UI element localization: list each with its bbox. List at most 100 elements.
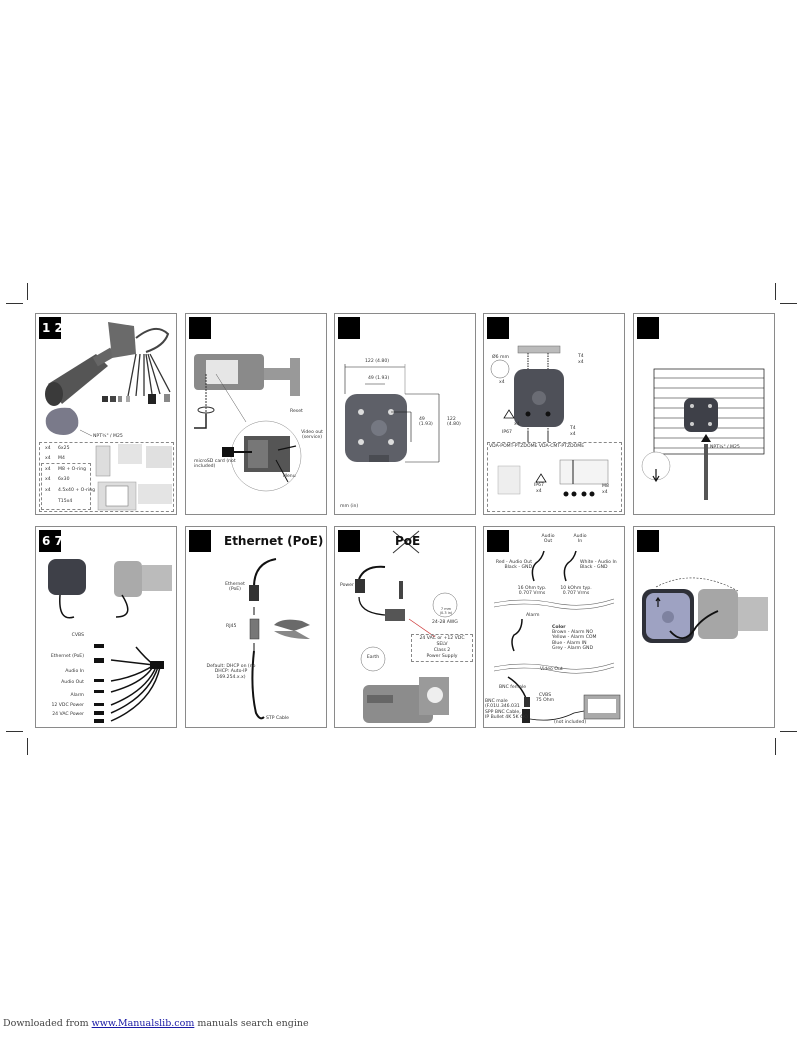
panel-title-poe-crossed: PoE: [395, 534, 421, 548]
step-badge: [189, 530, 211, 552]
crop-mark: [6, 731, 23, 732]
download-footer: Downloaded from www.Manualslib.com manua…: [3, 1018, 309, 1029]
audio-out-label: Audio Out: [541, 534, 555, 545]
m8-label: M8: [602, 484, 609, 489]
mount-models-label: VDA-POMT-PTZDOME VDA-CMT-PTZDOME: [489, 444, 585, 449]
step-badge: [487, 317, 509, 339]
panel-7-ethernet: Ethernet (PoE) Ethernet (PoE) RJ45 Defau…: [185, 526, 327, 728]
screw-bot-qty: x4: [570, 432, 576, 437]
power-label: Power: [340, 583, 354, 588]
reset-label: Reset: [290, 409, 303, 414]
panel-6-connections: 6 7 CVBS Ethernet (PoE) Audio In Audio O…: [35, 526, 177, 728]
manualslib-link[interactable]: www.Manualslib.com: [91, 1018, 195, 1029]
bullet-model-label: IP Bullet 4K 5K 6K): [485, 715, 528, 720]
supply-voltage-label: 24 VAC or +12 VDC: [419, 636, 465, 641]
m8-qty: x4: [602, 490, 608, 495]
ip-qty: x4: [514, 422, 520, 427]
footer-suffix: manuals search engine: [194, 1018, 309, 1029]
ethernet-label: Ethernet (PoE): [50, 654, 84, 659]
screw-top-qty: x4: [578, 360, 584, 365]
panel-title: Ethernet (PoE): [224, 534, 324, 548]
kit-item: 6x25: [58, 446, 70, 451]
step-badge: [189, 317, 211, 339]
step-badge: [487, 530, 509, 552]
bnc-female-label: BNC female: [499, 685, 527, 690]
kit-qty: x4: [45, 488, 51, 493]
thread-label: NPT¾" / M25: [710, 445, 740, 450]
kit-item: 4.5x40 + O-ring: [58, 488, 96, 493]
microsd-label: microSD card (not included): [194, 459, 236, 470]
selv-label: SELV: [436, 642, 448, 647]
step-badge: 1 2: [39, 317, 63, 339]
default-ip-label: Default: DHCP on (no DHCP: Auto-IP 169.2…: [206, 664, 256, 680]
kit-docs-illustration: [95, 444, 172, 511]
kit-qty: x4: [45, 477, 51, 482]
video-out-label: Video Out: [540, 667, 563, 672]
screw-top-label: T4: [578, 354, 584, 359]
height-outer-label: 122 (4.80): [447, 417, 461, 428]
panel-8-power: PoE Power 7 mm (0.3 in) 24-28 AWG 24 VAC…: [334, 526, 476, 728]
cable-routing-drawing: [642, 577, 768, 643]
mounting-drawing: [490, 345, 609, 497]
width-outer-label: 122 (4.80): [365, 359, 390, 364]
crop-mark: [780, 731, 797, 732]
step-badge: [338, 317, 360, 339]
panel-10-cable-routing: [633, 526, 775, 728]
kit-item: M8 + O-ring: [58, 467, 87, 472]
ip-label: IP67: [502, 430, 512, 435]
panel-1-camera-kit: 1 2 NPT¾" / M25 x4 6x25 x4 M4 x4 M8 + O-…: [35, 313, 177, 515]
earth-label: Earth: [366, 655, 380, 660]
panel-2-sd-card: Reset Video out (service) microSD card (…: [185, 313, 327, 515]
ip2-label: IP67: [534, 483, 544, 488]
alarm-label: Alarm: [526, 613, 540, 618]
crop-mark: [780, 303, 797, 304]
12vdc-label: 12 VDC Power: [51, 703, 84, 708]
crop-mark: [775, 283, 776, 300]
class-label: Class 2: [433, 648, 451, 653]
kit-qty: x4: [45, 446, 51, 451]
panel-5-wall-mount: NPT¾" / M25: [633, 313, 775, 515]
connections-drawing: [48, 559, 172, 723]
75-ohm-label: 75 Ohm: [535, 698, 555, 703]
thread-label: NPT¾" / M25: [93, 434, 123, 439]
drill-label: Ø6 mm: [492, 355, 509, 360]
footer-prefix: Downloaded from: [3, 1018, 92, 1029]
width-inner-label: 49 (1.93): [368, 376, 390, 381]
crop-mark: [27, 738, 28, 755]
height-inner-label: 49 (1.93): [419, 417, 433, 428]
brown-wire-label: Brown - Alarm NO: [552, 630, 594, 635]
audio-out-label: Audio Out: [61, 680, 84, 685]
awg-label: 24-28 AWG: [432, 620, 458, 625]
step-badge: [637, 530, 659, 552]
panel-9-io-wiring: Audio Out Audio In Red - Audio Out Black…: [483, 526, 625, 728]
step-badge: [338, 530, 360, 552]
yellow-wire-label: Yellow - Alarm COM: [552, 635, 597, 640]
drill-qty: x4: [499, 380, 505, 385]
audio-in-label: Audio In: [573, 534, 587, 545]
sd-card-illustration: [194, 354, 302, 492]
white-wire-label: White - Audio In: [580, 560, 617, 565]
mount-options-box: [487, 442, 622, 512]
bnc-male-label: BNC male: [485, 699, 508, 704]
step-badge: [637, 317, 659, 339]
kit-item: T15x4: [58, 499, 73, 504]
kit-qty: x4: [45, 456, 51, 461]
power-supply-label: Power Supply: [426, 654, 458, 659]
impedance-16-label: 16 Ohm typ.: [517, 586, 547, 591]
rj45-label: RJ45: [226, 624, 237, 629]
panel-3-dimensions: 122 (4.80) 49 (1.93) 49 (1.93) 122 (4.80…: [334, 313, 476, 515]
io-wiring-drawing: [493, 550, 621, 723]
menu-label: Menu: [283, 474, 296, 479]
part-number-label: (F.01U.346.031: [485, 704, 520, 709]
strip-length-label: 7 mm (0.3 in): [439, 607, 453, 615]
24vac-label: 24 VAC Power: [52, 712, 84, 717]
vrms-label: 0.707 Vrms: [518, 591, 546, 596]
crop-mark: [6, 303, 23, 304]
bullet-camera-illustration: [45, 322, 171, 437]
black-wire-label: Black - GND: [504, 565, 532, 570]
screw-set-box: [41, 463, 91, 510]
units-label: mm (in): [340, 504, 359, 509]
power-supply-box: [411, 634, 473, 662]
video-out-label: Video out (service): [301, 430, 323, 441]
wall-mount-drawing: [641, 368, 765, 500]
